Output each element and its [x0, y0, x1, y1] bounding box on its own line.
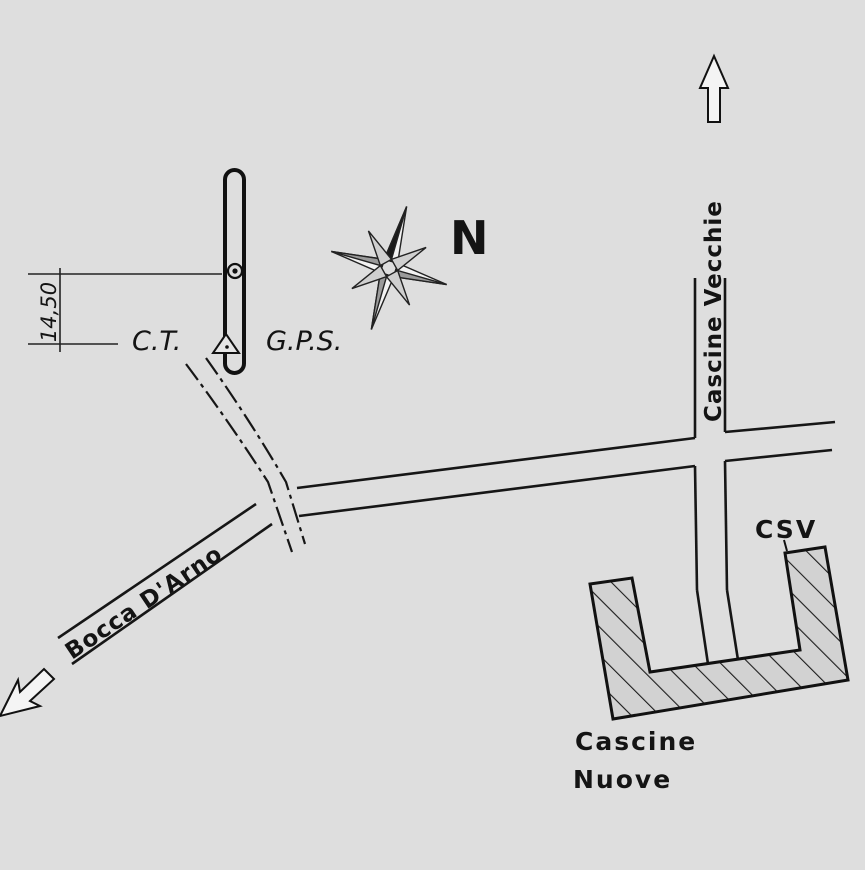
arrow-up-icon	[698, 53, 730, 123]
compass-rose-icon	[331, 206, 447, 330]
survey-rod	[223, 168, 246, 375]
place-label-line1: Cascine	[575, 727, 697, 756]
csv-label: CSV	[755, 515, 817, 544]
dimension-label: 14,50	[37, 282, 61, 342]
cascine-nuove-building	[588, 545, 850, 721]
north-label: N	[450, 211, 489, 265]
gps-label: G.P.S.	[266, 326, 342, 357]
road-label-bocca-darno: Bocca D'Arno	[61, 541, 228, 665]
arrow-down-left-icon	[0, 667, 56, 718]
dashed-path	[185, 357, 307, 553]
dimension-marker	[28, 268, 222, 352]
place-label-line2: Nuove	[573, 765, 672, 794]
survey-point-triangle-icon	[211, 332, 241, 354]
road-label-cascine-vecchie: Cascine Vecchie	[701, 200, 727, 422]
csv-marker-icon	[783, 539, 788, 552]
road-network	[57, 278, 836, 666]
ct-label: C.T.	[132, 326, 181, 357]
